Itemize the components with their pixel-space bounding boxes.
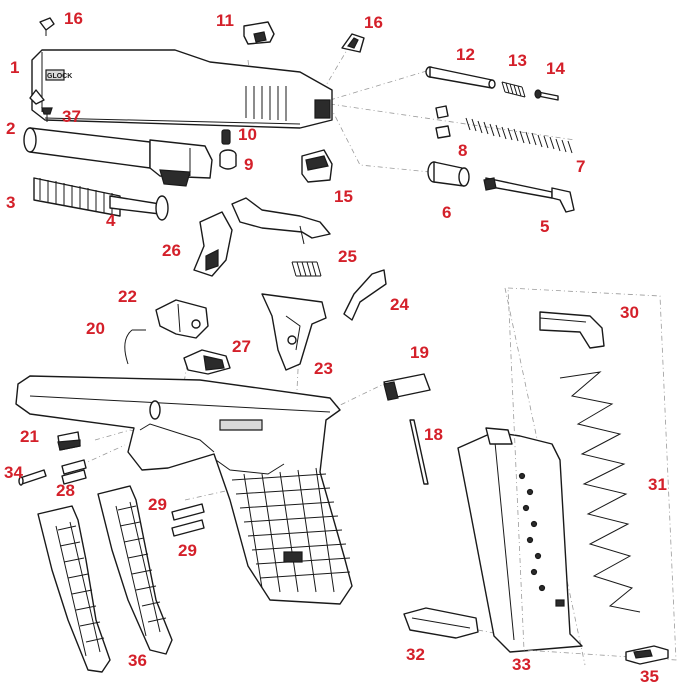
callout-14: 14 xyxy=(546,59,565,78)
callout-7: 7 xyxy=(576,157,585,176)
callout-26: 26 xyxy=(162,241,181,260)
callout-30: 30 xyxy=(620,303,639,322)
callout-8: 8 xyxy=(458,141,467,160)
callout-10: 10 xyxy=(238,125,257,144)
part-barrel xyxy=(23,127,213,187)
part-rear-sight xyxy=(341,33,365,53)
part-magazine-insert xyxy=(625,645,669,665)
callout-12: 12 xyxy=(456,45,475,64)
callout-35: 35 xyxy=(640,667,659,686)
part-front-sight xyxy=(39,17,55,36)
callout-33: 33 xyxy=(512,655,531,674)
callout-4: 4 xyxy=(106,211,116,230)
callout-2: 2 xyxy=(6,119,15,138)
callout-1: 1 xyxy=(10,58,19,77)
part-slide-cover-11 xyxy=(243,21,275,45)
callout-36: 36 xyxy=(128,651,147,670)
part-trigger-housing xyxy=(261,293,327,371)
callout-11: 11 xyxy=(216,11,234,30)
part-29 xyxy=(171,503,205,537)
part-slide-stop-lever xyxy=(383,373,431,401)
part-8 xyxy=(435,105,451,139)
slide-serrations xyxy=(245,86,287,121)
part-28 xyxy=(61,459,87,485)
part-magazine-spring xyxy=(559,371,641,613)
part-13 xyxy=(501,81,526,98)
part-connector xyxy=(343,269,387,321)
magazine-witness-holes xyxy=(518,472,546,592)
callout-27: 27 xyxy=(232,337,251,356)
callout-37: 37 xyxy=(62,107,81,126)
part-firing-pin-safety xyxy=(427,161,470,187)
part-magazine-floor-plate xyxy=(403,607,479,639)
callout-24: 24 xyxy=(390,295,409,314)
part-magazine-tube xyxy=(457,427,583,653)
callout-6: 6 xyxy=(442,203,451,222)
part-recoil-spring xyxy=(33,177,121,217)
callout-13: 13 xyxy=(508,51,527,70)
part-20 xyxy=(124,329,146,365)
magazine-group-outline xyxy=(507,287,677,661)
callout-20: 20 xyxy=(86,319,105,338)
part-slide-lock xyxy=(183,349,231,375)
callout-25: 25 xyxy=(338,247,357,266)
callout-23: 23 xyxy=(314,359,333,378)
callout-21: 21 xyxy=(20,427,39,446)
part-recoil-spring-tube xyxy=(109,195,169,221)
callout-22: 22 xyxy=(118,287,137,306)
part-10 xyxy=(221,129,231,145)
callout-34: 34 xyxy=(4,463,23,482)
callout-3: 3 xyxy=(6,193,15,212)
part-firing-pin xyxy=(425,66,496,89)
part-magazine-follower xyxy=(539,311,605,349)
callout-18: 18 xyxy=(424,425,443,444)
callout-labels: 1 2 3 4 5 6 7 8 9 10 11 12 13 14 15 16 1… xyxy=(4,9,667,686)
part-34 xyxy=(18,469,47,486)
callout-16-front: 16 xyxy=(64,9,83,28)
part-backstraps xyxy=(37,485,173,673)
callout-29-upper: 29 xyxy=(148,495,167,514)
callout-5: 5 xyxy=(540,217,549,236)
part-37 xyxy=(41,107,53,122)
callout-16-rear: 16 xyxy=(364,13,383,32)
part-9 xyxy=(219,149,237,170)
part-slide: GLOCK xyxy=(29,49,333,129)
part-locking-block xyxy=(155,299,209,339)
callout-31: 31 xyxy=(648,475,667,494)
slide-engraving: GLOCK xyxy=(47,73,72,80)
part-extractor xyxy=(483,177,575,213)
callout-32: 32 xyxy=(406,645,425,664)
part-14 xyxy=(534,89,559,101)
part-firing-pin-spring xyxy=(465,117,573,154)
part-frame xyxy=(15,375,353,605)
part-18 xyxy=(409,419,429,485)
part-trigger-spring xyxy=(291,261,322,277)
callout-9: 9 xyxy=(244,155,253,174)
part-trigger-bar xyxy=(193,197,331,277)
callout-28: 28 xyxy=(56,481,75,500)
frame-grip-texture xyxy=(231,467,351,593)
part-slide-cover-plate xyxy=(301,149,333,183)
callout-19: 19 xyxy=(410,343,429,362)
callout-29-lower: 29 xyxy=(178,541,197,560)
part-21 xyxy=(57,431,81,451)
callout-15: 15 xyxy=(334,187,353,206)
